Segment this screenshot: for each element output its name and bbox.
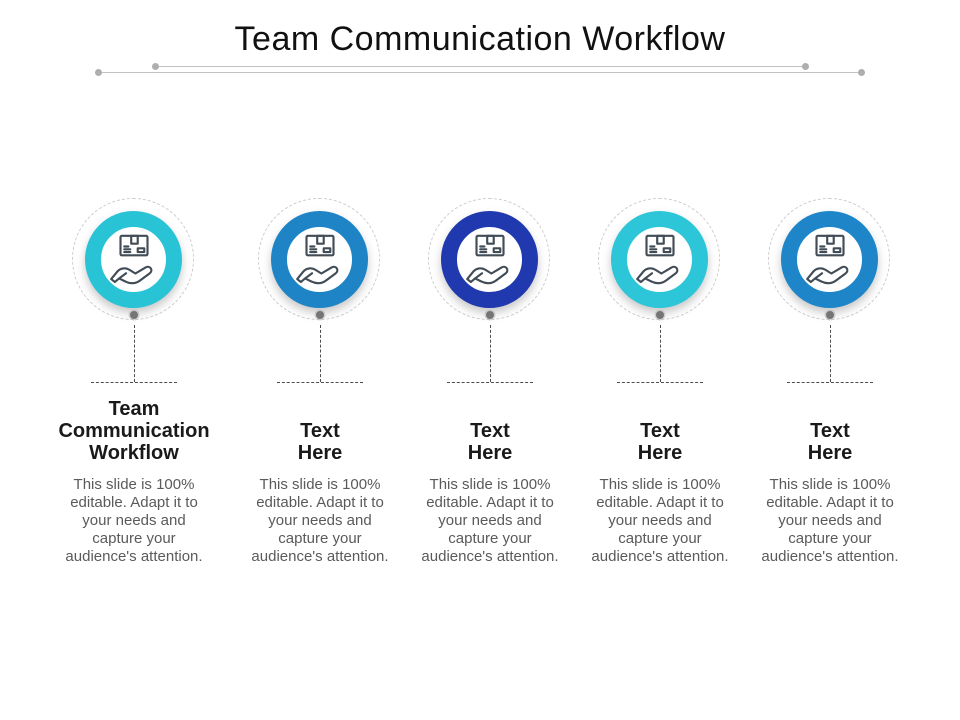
connector-vertical-line — [134, 325, 135, 382]
step-ring-badge — [441, 211, 538, 308]
dashed-outline-circle — [598, 198, 720, 320]
step-heading: Team Communication Workflow — [58, 398, 210, 464]
connector-horizontal-line — [447, 382, 533, 383]
workflow-step: Text Here This slide is 100% editable. A… — [572, 197, 748, 577]
connector-vertical-line — [490, 325, 491, 382]
slide-title: Team Communication Workflow — [234, 20, 726, 58]
divider-endpoint-dot — [857, 69, 865, 76]
connector-horizontal-line — [787, 382, 873, 383]
connector-dot — [130, 311, 138, 319]
step-description: This slide is 100% editable. Adapt it to… — [591, 476, 729, 565]
step-ring-badge — [611, 211, 708, 308]
divider-line-lower — [98, 72, 861, 73]
divider-endpoint-dot — [801, 63, 809, 70]
workflow-step: Text Here This slide is 100% editable. A… — [402, 197, 578, 577]
step-ring-badge — [85, 211, 182, 308]
step-heading: Text Here — [297, 420, 343, 464]
divider-endpoint-dot — [94, 69, 102, 76]
connector-dot — [656, 311, 664, 319]
hand-holding-box-icon — [109, 234, 152, 284]
dashed-outline-circle — [768, 198, 890, 320]
workflow-step: Text Here This slide is 100% editable. A… — [232, 197, 408, 577]
step-heading: Text Here — [467, 420, 513, 464]
dashed-outline-circle — [428, 198, 550, 320]
connector-vertical-line — [830, 325, 831, 382]
connector-vertical-line — [320, 325, 321, 382]
step-heading: Text Here — [807, 420, 853, 464]
hand-holding-box-icon — [465, 234, 508, 284]
hand-holding-box-icon — [805, 234, 848, 284]
connector-dot — [486, 311, 494, 319]
connector-horizontal-line — [91, 382, 177, 383]
hand-holding-box-icon — [295, 234, 338, 284]
hand-holding-box-icon — [635, 234, 678, 284]
step-heading: Text Here — [637, 420, 683, 464]
workflow-step: Text Here This slide is 100% editable. A… — [742, 197, 918, 577]
divider-line-upper — [155, 66, 805, 67]
connector-dot — [316, 311, 324, 319]
step-ring-badge — [271, 211, 368, 308]
step-description: This slide is 100% editable. Adapt it to… — [761, 476, 899, 565]
step-description: This slide is 100% editable. Adapt it to… — [65, 476, 203, 565]
dashed-outline-circle — [72, 198, 194, 320]
workflow-step: Team Communication Workflow This slide i… — [46, 197, 222, 577]
connector-dot — [826, 311, 834, 319]
connector-horizontal-line — [617, 382, 703, 383]
step-ring-badge — [781, 211, 878, 308]
dashed-outline-circle — [258, 198, 380, 320]
connector-horizontal-line — [277, 382, 363, 383]
step-description: This slide is 100% editable. Adapt it to… — [251, 476, 389, 565]
connector-vertical-line — [660, 325, 661, 382]
step-description: This slide is 100% editable. Adapt it to… — [421, 476, 559, 565]
divider-endpoint-dot — [151, 63, 159, 70]
